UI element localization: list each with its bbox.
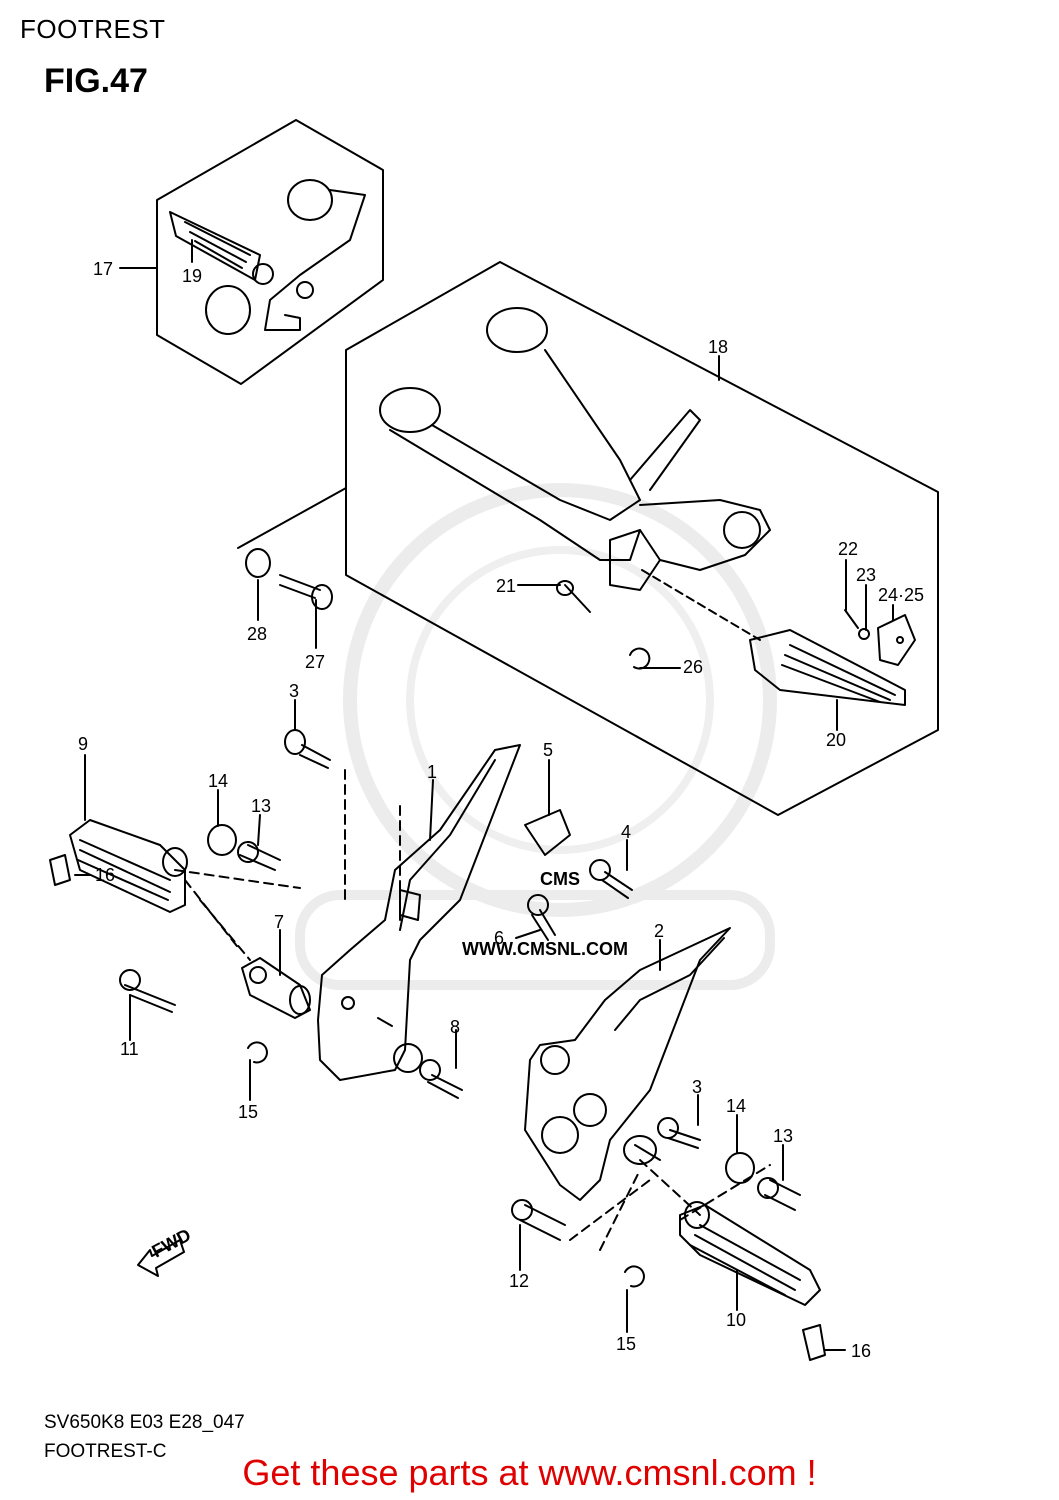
- figure-number: FIG.47: [44, 62, 148, 100]
- section-title: FOOTREST: [20, 14, 166, 44]
- model-code: SV650K8 E03 E28_047: [44, 1412, 245, 1433]
- inset-roller-lower: [205, 285, 251, 335]
- callout-24-25: 24·25: [878, 585, 924, 605]
- callout-18: 18: [708, 337, 728, 357]
- diagram-variant: FOOTREST-C: [44, 1441, 167, 1462]
- callout-21: 21: [496, 576, 516, 596]
- clip-26: [629, 647, 651, 670]
- callout-16-right: 16: [851, 1341, 871, 1361]
- callout-10: 10: [726, 1310, 746, 1330]
- callout-15-left: 15: [238, 1102, 258, 1122]
- callout-20: 20: [826, 730, 846, 750]
- callout-6: 6: [494, 928, 504, 948]
- callout-1: 1: [427, 762, 437, 782]
- callout-22: 22: [838, 539, 858, 559]
- callout-13-right: 13: [773, 1126, 793, 1146]
- pivot-7-pins-11-12-clips-15: [119, 957, 661, 1288]
- callout-3-upper: 3: [289, 681, 299, 701]
- callout-9: 9: [78, 734, 88, 754]
- spring-22: [844, 609, 859, 629]
- bracket-1: [317, 744, 521, 1081]
- callout-4: 4: [621, 822, 631, 842]
- cap-16-right: [802, 1324, 826, 1361]
- callout-23: 23: [856, 565, 876, 585]
- callout-13-left: 13: [251, 796, 271, 816]
- footpeg-10: [679, 1201, 826, 1361]
- bracket-18-boss-top: [486, 307, 548, 353]
- fwd-arrow-label: FWD: [148, 1225, 194, 1262]
- fwd-arrow-icon: [137, 1239, 185, 1277]
- callout-7: 7: [274, 912, 284, 932]
- callout-15-right: 15: [616, 1334, 636, 1354]
- callout-numbers: 17 19 18 22 23 24·25 21 26 20 28 27 3 9 …: [78, 259, 924, 1361]
- inset-box-17: [156, 119, 384, 385]
- callout-16-left: 16: [95, 865, 115, 885]
- inset-roller-upper: [287, 179, 333, 221]
- callout-5: 5: [543, 740, 553, 760]
- callout-2: 2: [654, 921, 664, 941]
- watermark-url: WWW.CMSNL.COM: [462, 939, 628, 959]
- alignment-lines: [174, 769, 771, 1251]
- callout-27: 27: [305, 652, 325, 672]
- callout-14-right: 14: [726, 1096, 746, 1116]
- callout-8: 8: [450, 1017, 460, 1037]
- plate-24-25: [877, 614, 916, 666]
- pin-21: [564, 584, 591, 613]
- bracket-2: [524, 927, 731, 1201]
- washer-28-bolt-27: [237, 487, 347, 610]
- parts-link-banner[interactable]: Get these parts at www.cmsnl.com !: [242, 1452, 817, 1493]
- callout-14-left: 14: [208, 771, 228, 791]
- spring-14-pin-13: [207, 824, 801, 1211]
- bracket-18-boss-left: [379, 387, 441, 433]
- ball-23: [858, 628, 870, 640]
- callout-11: 11: [120, 1039, 139, 1059]
- callout-17: 17: [93, 259, 113, 279]
- callout-19: 19: [182, 266, 202, 286]
- cms-watermark: CMS WWW.CMSNL.COM: [295, 483, 777, 990]
- pillion-peg-20: [749, 629, 906, 706]
- callout-26: 26: [683, 657, 703, 677]
- callout-12: 12: [509, 1271, 529, 1291]
- cap-16-left: [49, 854, 71, 886]
- leader-lines: [74, 239, 894, 1351]
- footpeg-9: [49, 819, 188, 913]
- watermark-brand: CMS: [540, 869, 580, 889]
- callout-28: 28: [247, 624, 267, 644]
- inset-box-18: [345, 261, 939, 816]
- callout-3-lower: 3: [692, 1077, 702, 1097]
